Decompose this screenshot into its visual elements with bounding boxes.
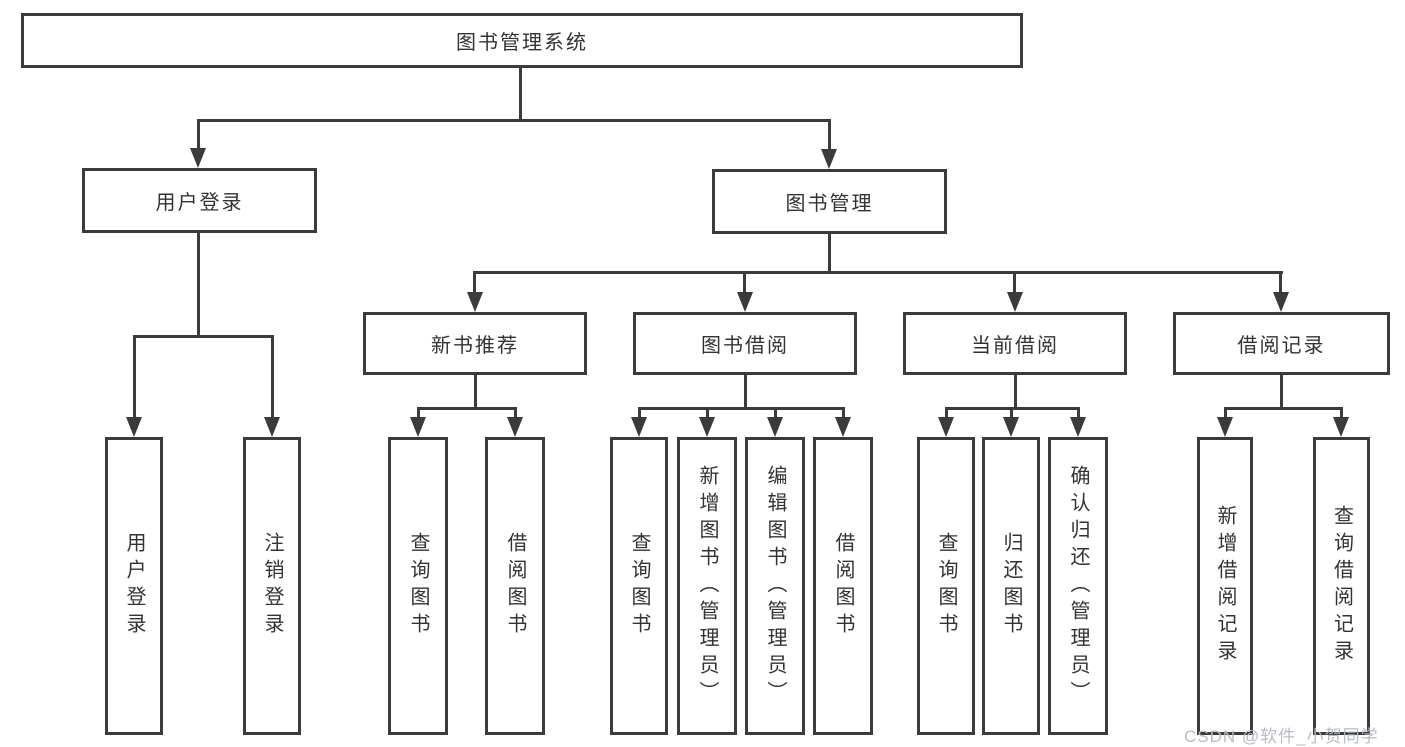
arrow-down-icon <box>507 417 523 437</box>
connector-line <box>1224 407 1342 410</box>
connector-line <box>519 68 522 120</box>
connector-line <box>828 119 831 150</box>
connector-line <box>1224 407 1227 419</box>
leaf-add-borrow-record: 新增借阅记录 <box>1197 437 1253 735</box>
leaf-user-login: 用户登录 <box>105 437 163 735</box>
root-node: 图书管理系统 <box>21 13 1023 68</box>
connector-line <box>1340 407 1343 419</box>
connector-line <box>828 234 831 274</box>
arrow-down-icon <box>699 417 715 437</box>
leaf-borrow-books-recommend: 借阅图书 <box>485 437 545 735</box>
connector-line <box>1280 375 1283 410</box>
connector-line <box>133 335 136 419</box>
connector-line <box>197 119 831 122</box>
arrow-down-icon <box>737 292 753 312</box>
arrow-down-icon <box>126 417 142 437</box>
connector-line <box>1014 375 1017 410</box>
connector-line <box>417 407 420 419</box>
node-current-borrow: 当前借阅 <box>903 312 1127 375</box>
arrow-down-icon <box>410 417 426 437</box>
leaf-add-books-admin: 新增图书（管理员） <box>677 437 737 735</box>
arrow-down-icon <box>938 417 954 437</box>
connector-line <box>197 233 200 338</box>
arrow-down-icon <box>835 417 851 437</box>
arrow-down-icon <box>1007 292 1023 312</box>
arrow-down-icon <box>821 149 837 169</box>
node-user-login: 用户登录 <box>82 168 317 233</box>
connector-line <box>1279 271 1282 294</box>
csdn-watermark: CSDN @软件_小贺同学 <box>1184 727 1379 746</box>
connector-line <box>197 119 200 149</box>
connector-line <box>133 335 274 338</box>
arrow-down-icon <box>264 417 280 437</box>
node-book-management: 图书管理 <box>712 169 947 234</box>
leaf-query-books-current: 查询图书 <box>917 437 975 735</box>
arrow-down-icon <box>190 148 206 168</box>
connector-line <box>744 375 747 410</box>
connector-line <box>474 375 477 410</box>
connector-line <box>473 271 476 294</box>
leaf-edit-books-admin: 编辑图书（管理员） <box>745 437 805 735</box>
connector-line <box>514 407 517 419</box>
arrow-down-icon <box>1003 417 1019 437</box>
connector-line <box>774 407 777 419</box>
leaf-query-books-recommend: 查询图书 <box>388 437 448 735</box>
connector-line <box>945 407 948 419</box>
connector-line <box>842 407 845 419</box>
arrow-down-icon <box>1070 417 1086 437</box>
arrow-down-icon <box>1217 417 1233 437</box>
leaf-return-books: 归还图书 <box>982 437 1040 735</box>
connector-line <box>638 407 641 419</box>
connector-line <box>417 407 517 410</box>
arrow-down-icon <box>631 417 647 437</box>
arrow-down-icon <box>1273 292 1289 312</box>
connector-line <box>743 271 746 294</box>
leaf-borrow-books: 借阅图书 <box>813 437 873 735</box>
leaf-query-books-borrow: 查询图书 <box>610 437 668 735</box>
node-new-book-recommend: 新书推荐 <box>363 312 587 375</box>
arrow-down-icon <box>767 417 783 437</box>
connector-line <box>706 407 709 419</box>
node-borrow-records: 借阅记录 <box>1173 312 1390 375</box>
leaf-query-borrow-record: 查询借阅记录 <box>1313 437 1370 735</box>
connector-line <box>473 271 1283 274</box>
connector-line <box>271 335 274 419</box>
arrow-down-icon <box>467 292 483 312</box>
leaf-confirm-return-admin: 确认归还（管理员） <box>1048 437 1108 735</box>
connector-line <box>1013 271 1016 294</box>
node-book-borrow: 图书借阅 <box>633 312 857 375</box>
connector-line <box>1077 407 1080 419</box>
arrow-down-icon <box>1333 417 1349 437</box>
connector-line <box>1010 407 1013 419</box>
leaf-logout: 注销登录 <box>243 437 301 735</box>
connector-line <box>638 407 845 410</box>
